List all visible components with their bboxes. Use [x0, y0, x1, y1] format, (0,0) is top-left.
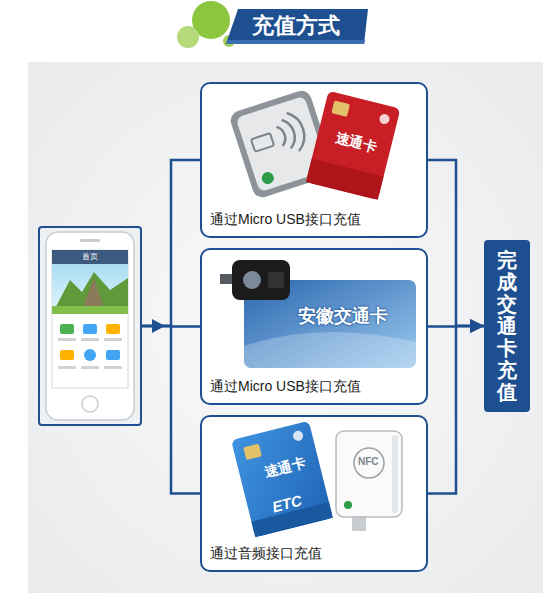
method-box: 通过Micro USB接口充值速通卡 [200, 82, 428, 238]
connector [142, 326, 200, 494]
illustration-part [244, 332, 416, 368]
illustration-part [104, 338, 122, 341]
illustration-part [106, 350, 120, 360]
title-banner [177, 1, 368, 48]
phone: 首页 [38, 226, 142, 426]
illustration-part [226, 9, 368, 44]
connector [142, 160, 200, 326]
illustration-part [243, 444, 262, 460]
illustration-part [52, 272, 128, 314]
result-box: 完成交通卡充值 [484, 240, 530, 412]
device-mark: NFC [358, 456, 379, 468]
illustration-part [46, 232, 134, 420]
illustration-part [336, 431, 402, 517]
illustration-part [52, 306, 128, 314]
illustration-part [80, 239, 100, 242]
panel [28, 62, 543, 593]
illustration-part [58, 366, 76, 369]
illustration-part [392, 435, 398, 513]
illustration-part [282, 117, 299, 148]
illustration-part [268, 272, 284, 288]
illustration-part [231, 421, 333, 537]
illustration-part [260, 170, 275, 185]
illustration-part [306, 159, 384, 200]
illustration-part [226, 40, 365, 44]
illustration-part [306, 91, 401, 200]
node-label: 完成交通卡充值 [497, 249, 517, 403]
illustration-part [83, 324, 97, 334]
illustration-part [52, 264, 128, 314]
illustration-part [220, 274, 234, 284]
illustration-part [354, 448, 384, 478]
illustration-part [251, 133, 274, 152]
method-box: 通过音频接口充值速通卡ETCNFC [200, 415, 428, 572]
illustration-part [84, 349, 96, 361]
illustration-part [276, 125, 287, 146]
illustration-part [344, 501, 352, 509]
illustration-part [106, 324, 120, 334]
illustration-part [306, 91, 401, 200]
title: 充值方式 [228, 11, 364, 41]
illustration-part [177, 26, 199, 48]
illustration-part [60, 350, 74, 360]
method-box: 通过Micro USB接口充值 安徽交通卡 [200, 248, 428, 405]
illustration-part [81, 338, 99, 341]
illustration-part [292, 430, 304, 442]
card-name: 安徽交通卡 [298, 306, 388, 328]
illustration-part [331, 100, 350, 116]
node-label: 通过Micro USB接口充值 [210, 211, 361, 228]
illustration-part [60, 324, 74, 334]
node-label: 通过音频接口充值 [210, 545, 322, 562]
illustration-part [231, 421, 333, 537]
illustration-part [82, 396, 98, 412]
illustration-part [58, 338, 76, 341]
node-label: 通过Micro USB接口充值 [210, 378, 361, 395]
illustration-part [352, 517, 366, 531]
arrowhead [152, 319, 165, 333]
illustration-part [243, 271, 261, 289]
illustration-part [52, 250, 128, 388]
illustration-part [81, 366, 99, 369]
illustration-part [104, 366, 122, 369]
connector [428, 160, 484, 326]
illustration-part [232, 260, 290, 300]
connector [428, 326, 484, 494]
illustration-part [52, 250, 128, 264]
illustration-part [287, 110, 310, 151]
illustration-part [378, 113, 390, 125]
node-label: 首页 [82, 252, 98, 262]
